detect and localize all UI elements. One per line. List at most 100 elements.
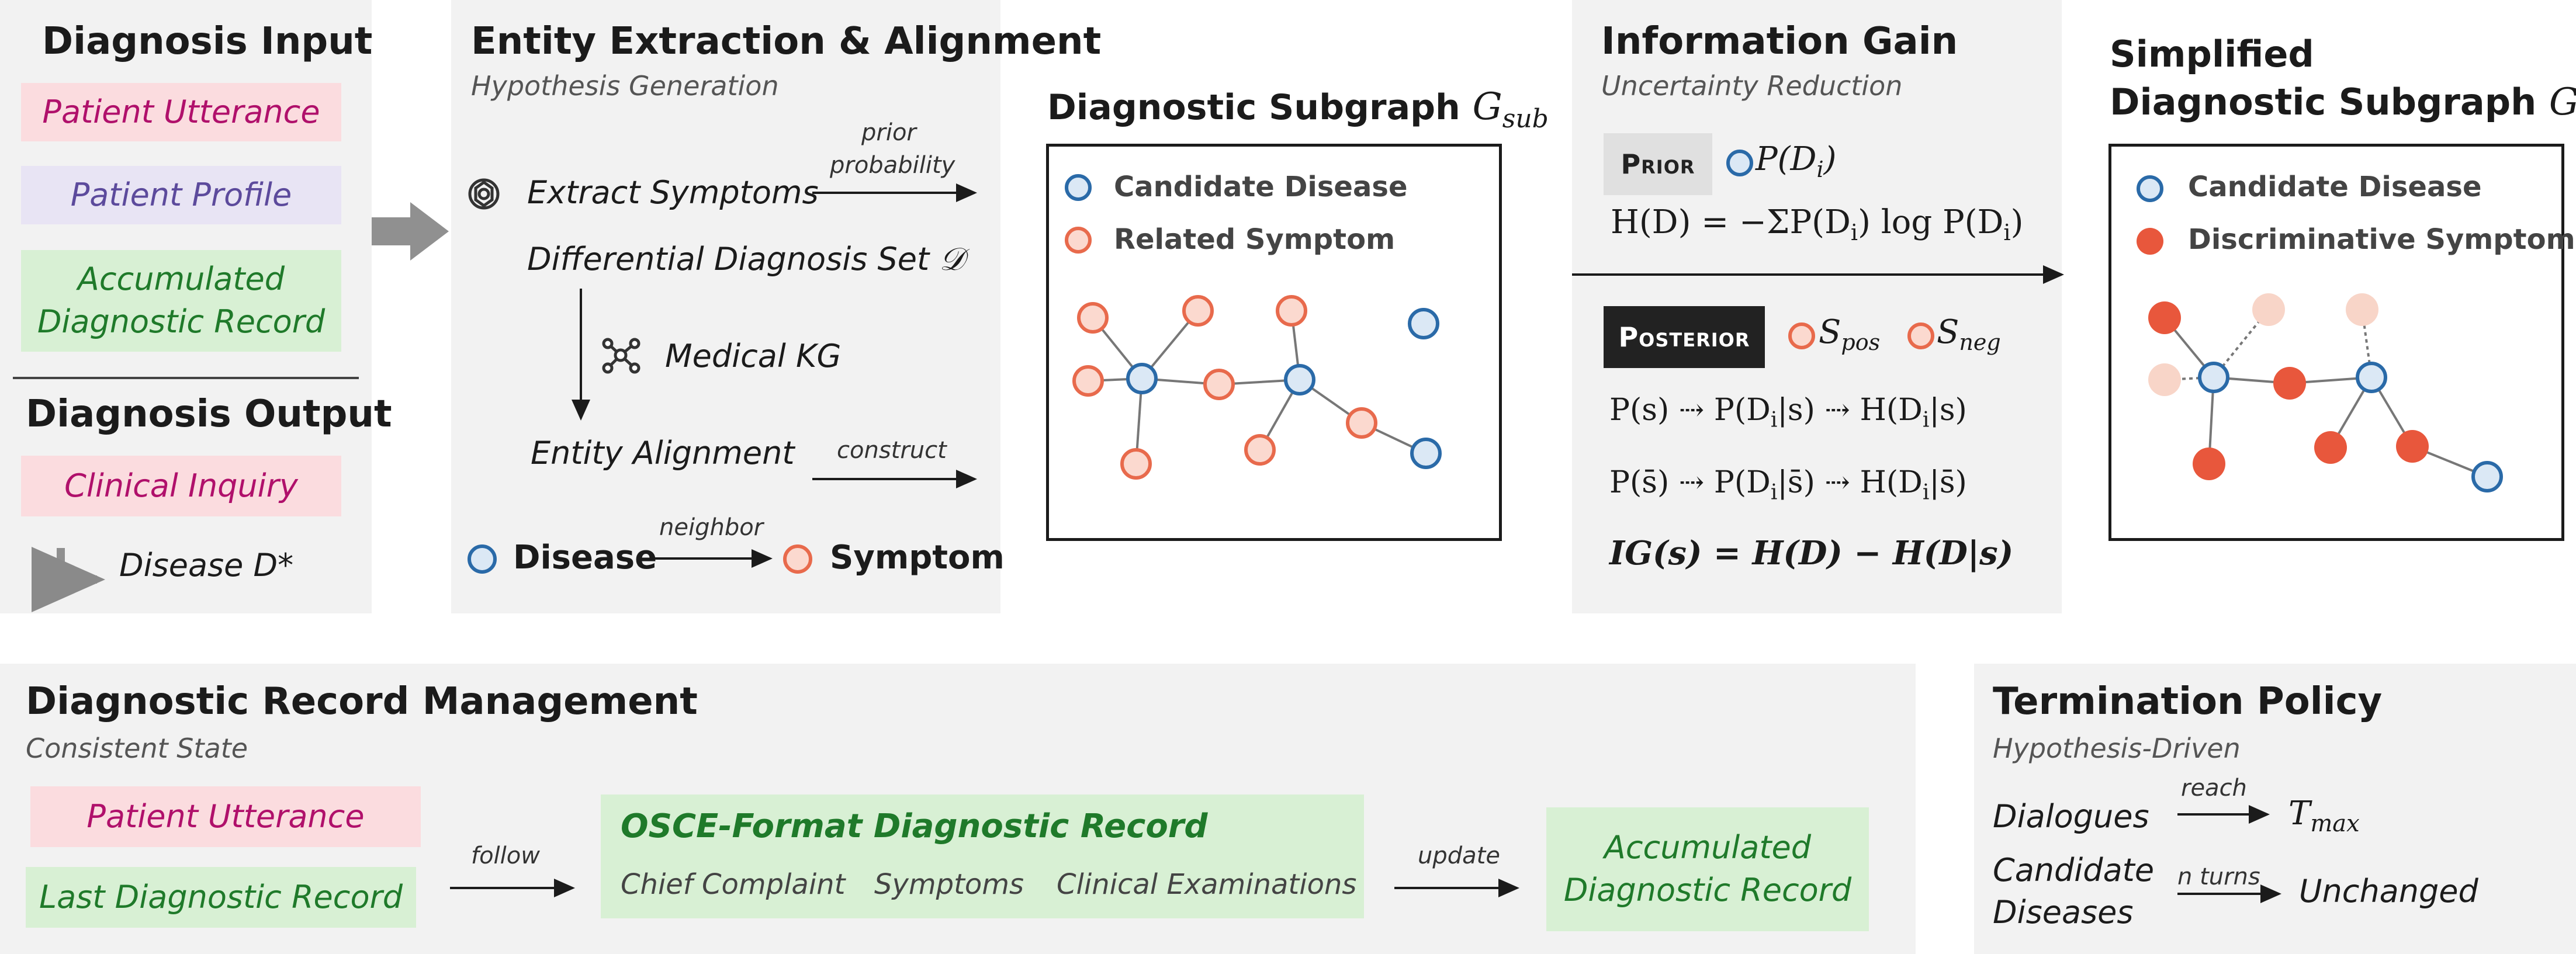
- sim-node-symptom-faded: [2148, 363, 2181, 396]
- prior-probability-line2: probability: [830, 152, 955, 179]
- disease-legend-dot: [468, 544, 497, 574]
- symptoms-label: Symptoms: [874, 868, 1024, 901]
- subgraph-node-symptom: [1346, 407, 1377, 439]
- ig-formula: IG(s) = H(D) − H(D|s): [1609, 534, 2014, 573]
- g-sub-letter: G: [1472, 85, 1502, 129]
- sim-candidate-disease-legend-label: Candidate Disease: [2188, 171, 2482, 203]
- unchanged-label: Unchanged: [2299, 873, 2478, 910]
- posterior-tag: Posterior: [1604, 306, 1765, 368]
- patient-utterance-box: Patient Utterance: [21, 83, 341, 141]
- sim-node-symptom: [2314, 431, 2347, 464]
- entropy-formula: H(D) = −ΣP(Di) log P(Di): [1611, 203, 2024, 246]
- sim-node-symptom: [2148, 301, 2181, 334]
- s-neg-dot: [1907, 322, 1934, 349]
- termination-panel: [1974, 664, 2576, 954]
- osce-record-box: [601, 795, 1364, 918]
- disease-output-label: Disease D*: [119, 547, 294, 584]
- information-gain-subtitle: Uncertainty Reduction: [1601, 70, 1903, 102]
- reach-label: reach: [2181, 775, 2247, 802]
- clinical-inquiry-box: Clinical Inquiry: [21, 456, 341, 516]
- prior-expr-sub: i: [1816, 157, 1824, 183]
- s-pos-sub: pos: [1841, 329, 1881, 356]
- sim-node-disease: [2471, 461, 2503, 492]
- record-management-title: Diagnostic Record Management: [26, 680, 698, 723]
- simplified-title-line1: Simplified: [2110, 33, 2314, 75]
- accumulated-record-box: Accumulated Diagnostic Record: [21, 250, 341, 352]
- subgraph-node-disease: [1284, 364, 1315, 396]
- posterior-negative-chain: P(s̄) ⇢ P(Di|s̄) ⇢ H(Di|s̄): [1609, 465, 1967, 504]
- record-management-subtitle: Consistent State: [26, 733, 248, 764]
- llm-icon: [468, 178, 500, 210]
- rm-accumulated-record-box: Accumulated Diagnostic Record: [1546, 807, 1869, 931]
- s-pos-label: Spos: [1819, 313, 1880, 355]
- prior-probability-line1: prior: [861, 119, 916, 146]
- related-symptom-legend-dot: [1065, 227, 1092, 254]
- g-sim-symbol: Gsim: [2549, 81, 2576, 124]
- rm-accumulated-line1: Accumulated: [1604, 829, 1812, 866]
- diagnosis-output-title: Diagnosis Output: [26, 393, 392, 436]
- entropy-sub1: i: [1850, 220, 1858, 246]
- sim-subgraph-nodes: [2148, 293, 2503, 492]
- rm-patient-utterance-box: Patient Utterance: [30, 786, 421, 847]
- pns-part3: |s̄): [1929, 465, 1967, 500]
- g-sim-letter: G: [2549, 81, 2576, 124]
- subgraph-node-symptom: [1120, 448, 1152, 480]
- entity-extraction-subtitle: Hypothesis Generation: [471, 70, 779, 102]
- t-max-label: Tmax: [2288, 795, 2360, 837]
- candidate-disease-legend-label: Candidate Disease: [1114, 171, 1408, 203]
- information-gain-title: Information Gain: [1601, 20, 1958, 63]
- rm-last-record-box: Last Diagnostic Record: [26, 867, 416, 928]
- discriminative-symptom-legend-label: Discriminative Symptom: [2188, 223, 2575, 256]
- g-sub-subscript: sub: [1502, 103, 1549, 134]
- pns-sub2: i: [1922, 480, 1930, 505]
- prior-dot: [1726, 150, 1753, 176]
- candidate-line1: Candidate: [1993, 852, 2155, 889]
- extract-symptoms-label: Extract Symptoms: [527, 174, 819, 211]
- medical-kg-label: Medical KG: [665, 338, 842, 374]
- ps-part2: |s) ⇢ H(D: [1777, 393, 1923, 428]
- sim-node-symptom-faded: [2252, 293, 2285, 326]
- entity-alignment-label: Entity Alignment: [531, 435, 795, 471]
- ps-part3: |s): [1929, 393, 1967, 428]
- subgraph-node-disease: [1126, 363, 1158, 394]
- diagnostic-subgraph-title: Diagnostic Subgraph Gsub: [1047, 85, 1549, 134]
- subgraph-node-symptom: [1203, 369, 1235, 400]
- s-neg-letter: S: [1937, 313, 1959, 351]
- subgraph-node-disease: [1408, 308, 1439, 339]
- sim-node-symptom: [2193, 447, 2225, 480]
- pns-part1: P(s̄) ⇢ P(D: [1609, 465, 1771, 500]
- discriminative-symptom-legend-dot: [2137, 228, 2163, 255]
- simplified-title-line2-text: Diagnostic Subgraph: [2110, 81, 2537, 123]
- subgraph-node-symptom: [1276, 295, 1307, 327]
- symptom-legend-dot: [783, 544, 812, 574]
- subgraph-node-disease: [1410, 438, 1442, 469]
- disease-label: Disease: [513, 539, 657, 577]
- t-max-letter: T: [2288, 795, 2311, 832]
- subgraph-node-symptom: [1182, 295, 1214, 327]
- diagnosis-input-title: Diagnosis Input: [42, 20, 373, 63]
- accumulated-record-line2: Diagnostic Record: [37, 303, 326, 340]
- candidate-line2: Diseases: [1993, 894, 2134, 931]
- io-divider: [13, 377, 359, 379]
- s-pos-letter: S: [1819, 313, 1841, 351]
- subgraph-nodes: [1072, 295, 1442, 480]
- posterior-positive-chain: P(s) ⇢ P(Di|s) ⇢ H(Di|s): [1609, 393, 1967, 432]
- symptom-label: Symptom: [830, 539, 1005, 577]
- simplified-title-line2: Diagnostic Subgraph Gsim: [2110, 81, 2576, 129]
- dialogues-label: Dialogues: [1993, 798, 2149, 835]
- patient-profile-box: Patient Profile: [21, 166, 341, 224]
- ps-part1: P(s) ⇢ P(D: [1609, 393, 1771, 428]
- prior-expr-main: P(D: [1756, 140, 1817, 178]
- subgraph-node-symptom: [1244, 434, 1276, 466]
- sim-node-symptom: [2273, 367, 2306, 400]
- g-sub-symbol: Gsub: [1472, 85, 1549, 134]
- termination-subtitle: Hypothesis-Driven: [1993, 733, 2241, 764]
- n-turns-label: n turns: [2177, 863, 2260, 890]
- subgraph-node-symptom: [1072, 365, 1104, 397]
- chief-complaint-label: Chief Complaint: [621, 868, 846, 901]
- sim-node-disease: [2198, 362, 2229, 393]
- pns-sub1: i: [1770, 480, 1778, 505]
- osce-record-title: OSCE-Format Diagnostic Record: [621, 807, 1208, 845]
